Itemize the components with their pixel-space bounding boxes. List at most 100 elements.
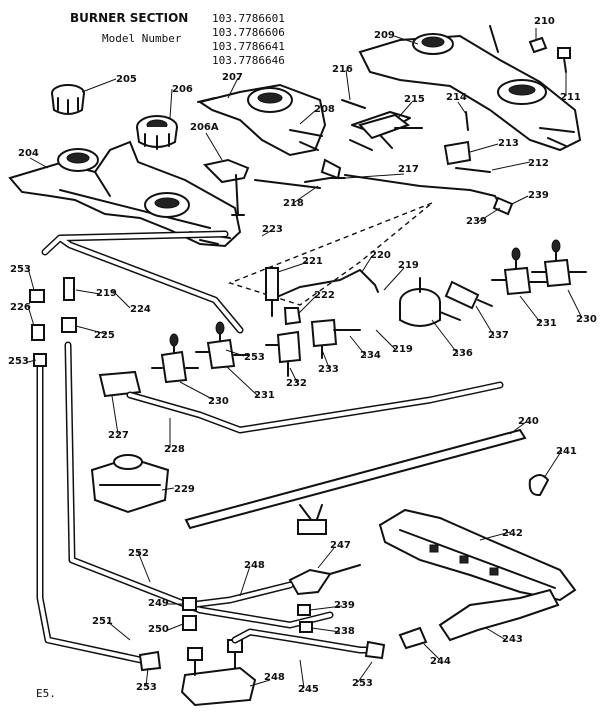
callout-label: 234 xyxy=(360,350,381,361)
fastener-210-211 xyxy=(528,36,571,73)
right-burner-assembly xyxy=(358,25,582,152)
rail-240 xyxy=(184,428,527,535)
callout-label: 206A xyxy=(190,122,219,133)
callout-label: 237 xyxy=(488,330,509,341)
leader-line xyxy=(27,28,583,689)
middle-burner-assembly xyxy=(197,83,327,157)
callout-label: 239 xyxy=(334,600,355,611)
callout-label: 243 xyxy=(502,634,523,645)
callout-label: 206 xyxy=(172,84,193,95)
callout-label: 212 xyxy=(528,158,549,169)
callout-label: 210 xyxy=(534,16,555,27)
callout-label: 253 xyxy=(244,352,265,363)
callout-label: 216 xyxy=(332,64,353,75)
regulator-229 xyxy=(90,454,170,514)
callout-label: 219 xyxy=(96,288,117,299)
left-burner-assembly xyxy=(8,140,242,248)
callout-label: 211 xyxy=(560,92,581,103)
valve-233 xyxy=(310,318,361,359)
callout-label: 213 xyxy=(498,138,519,149)
callout-label: 219 xyxy=(398,260,419,271)
valve-236 xyxy=(399,277,461,327)
callout-label: 228 xyxy=(164,444,185,455)
page-code: E5. xyxy=(36,687,56,700)
fitting-239-238 xyxy=(297,604,313,633)
callout-label: 248 xyxy=(264,672,285,683)
tube-217 xyxy=(304,158,514,216)
callout-label: 215 xyxy=(404,94,425,105)
callout-label: 245 xyxy=(298,684,319,695)
tube-220 xyxy=(269,269,379,301)
callout-label: 250 xyxy=(148,624,169,635)
callout-label: 232 xyxy=(286,378,307,389)
callout-label: 253 xyxy=(136,682,157,693)
orifice-244 xyxy=(398,626,428,650)
callout-label: 251 xyxy=(92,616,113,627)
manifold-tube-224 xyxy=(41,230,244,334)
burner-cap-205 xyxy=(51,84,85,115)
callout-label: 226 xyxy=(10,302,31,313)
manifold-228 xyxy=(98,370,504,434)
callout-label: 219 xyxy=(392,344,413,355)
model-number: 103.7786646 xyxy=(212,54,285,67)
valve-232 xyxy=(265,330,302,377)
model-number: 103.7786601 xyxy=(212,12,285,25)
callout-label: 239 xyxy=(528,190,549,201)
callout-label: 253 xyxy=(10,264,31,275)
nut-222 xyxy=(283,307,302,326)
valve-231-right xyxy=(491,247,547,296)
callout-label: 231 xyxy=(536,318,557,329)
callout-label: 236 xyxy=(452,348,473,359)
callout-label: 229 xyxy=(174,484,195,495)
burner-head-206 xyxy=(136,115,178,150)
callout-label: 217 xyxy=(398,164,419,175)
valve-230-right xyxy=(531,239,587,288)
callout-label: 208 xyxy=(314,104,335,115)
tube-245 xyxy=(231,628,386,660)
callout-label: 242 xyxy=(502,528,523,539)
callout-label: 240 xyxy=(518,416,539,427)
callout-label: 222 xyxy=(314,290,335,301)
oven-valve-247 xyxy=(186,564,361,609)
fitting-249-250 xyxy=(182,597,197,631)
callout-label: 231 xyxy=(254,390,275,401)
callout-label: 227 xyxy=(108,430,129,441)
callout-label: 230 xyxy=(208,396,229,407)
callout-label: 225 xyxy=(94,330,115,341)
fitting-221 xyxy=(265,267,279,317)
valve-230-left xyxy=(151,333,199,384)
valve-237 xyxy=(444,280,493,310)
callout-label: 205 xyxy=(116,74,137,85)
callout-label: 233 xyxy=(318,364,339,375)
callout-label: 209 xyxy=(374,30,395,41)
callout-group: 205 206 204 207 208 206A 209 210 211 216… xyxy=(8,16,597,695)
callout-label: 244 xyxy=(430,656,451,667)
safety-valve-248 xyxy=(180,639,257,707)
bracket-206A xyxy=(202,158,321,216)
bracket-213 xyxy=(443,111,491,173)
clip-241 xyxy=(528,474,549,497)
tube-251 xyxy=(138,650,162,672)
callout-label: 223 xyxy=(262,224,283,235)
switch-assembly-215 xyxy=(341,99,423,151)
callout-label: 230 xyxy=(576,314,597,325)
callout-label: 220 xyxy=(370,250,391,261)
callout-label: 241 xyxy=(556,446,577,457)
callout-label: 249 xyxy=(148,598,169,609)
callout-label: 238 xyxy=(334,626,355,637)
callout-label: 247 xyxy=(330,540,351,551)
callout-label: 221 xyxy=(302,256,323,267)
callout-label: 224 xyxy=(130,304,151,315)
callout-label: 239 xyxy=(466,216,487,227)
model-number: 103.7786606 xyxy=(212,26,285,39)
bracket-243 xyxy=(438,588,560,642)
callout-label: 248 xyxy=(244,560,265,571)
oven-burner-242 xyxy=(378,508,577,602)
section-boundary xyxy=(227,202,433,306)
model-number: 103.7786641 xyxy=(212,40,285,53)
model-number-label: Model Number xyxy=(102,32,182,45)
callout-label: 214 xyxy=(446,92,467,103)
callout-label: 253 xyxy=(8,356,29,367)
